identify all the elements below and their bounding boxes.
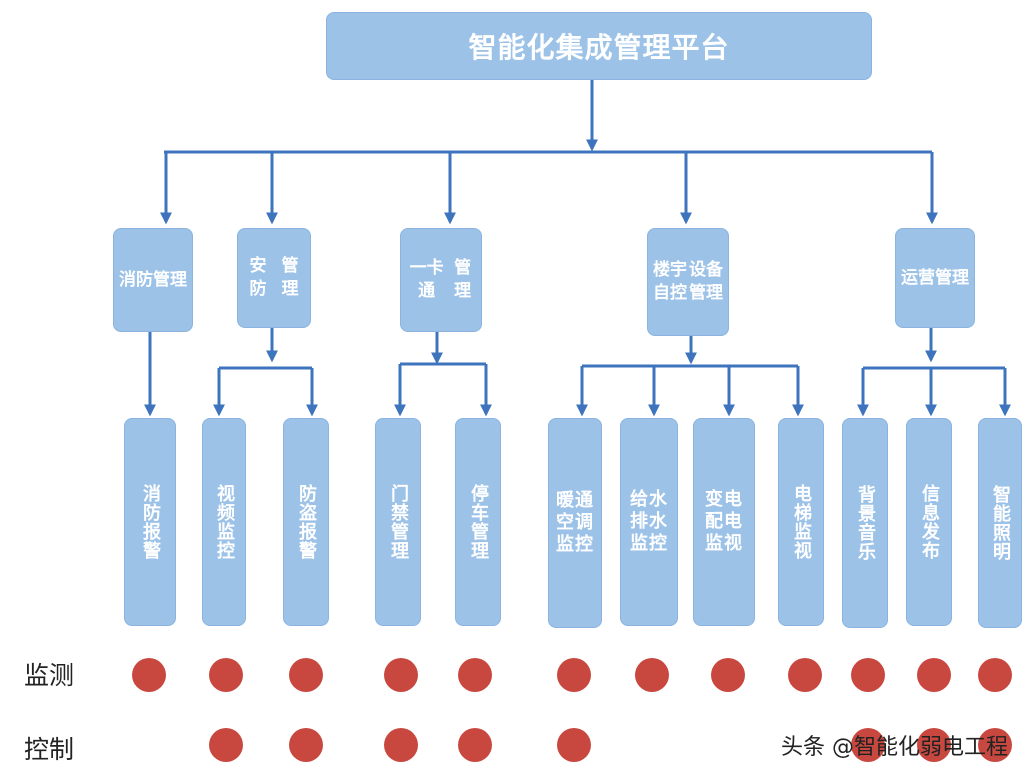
subsystem-water: 给水 排水 监控 [620, 418, 678, 626]
group-box-security: 安防 管理 [237, 228, 311, 328]
subsystem-label-line: 监控 [630, 533, 668, 554]
group-box-fire: 消防 管理 [113, 228, 193, 332]
subsystem-label: 背景音乐 [855, 485, 876, 561]
group-label-line: 安防 [249, 256, 267, 299]
subsystem-label-line: 监控 [556, 534, 594, 555]
subsystem-smart-lighting: 智能照明 [978, 418, 1022, 628]
subsystem-label-line: 排水 [630, 511, 668, 532]
group-label-line: 消防 [119, 269, 153, 290]
subsystem-label-line: 变电 [705, 489, 743, 510]
status-dot-control [209, 728, 243, 762]
subsystem-label: 智能照明 [990, 485, 1011, 561]
status-dot-control [289, 728, 323, 762]
status-dot-monitor [788, 658, 822, 692]
subsystem-video-monitor: 视频监控 [202, 418, 246, 626]
subsystem-label: 防盗报警 [296, 484, 317, 560]
status-dot-monitor [635, 658, 669, 692]
group-label-line: 设备管理 [689, 260, 723, 303]
status-dot-control [384, 728, 418, 762]
platform-title: 智能化集成管理平台 [468, 31, 730, 64]
subsystem-label: 电梯监视 [791, 484, 812, 560]
subsystem-label: 视频监控 [214, 484, 235, 560]
group-label-line: 运营 [901, 267, 935, 288]
group-label-line: 管理 [935, 267, 969, 288]
group-label-line: 管理 [153, 269, 187, 290]
status-dot-monitor [557, 658, 591, 692]
subsystem-parking: 停车管理 [455, 418, 501, 626]
group-label-line: 楼宇自控 [653, 260, 687, 303]
platform-title-box: 智能化集成管理平台 [326, 12, 872, 80]
subsystem-info-release: 信息发布 [906, 418, 952, 626]
watermark-text: 头条 @智能化弱电工程 [781, 735, 1008, 760]
status-dot-monitor [978, 658, 1012, 692]
group-box-operation: 运营 管理 [895, 228, 975, 328]
subsystem-label-line: 配电 [705, 511, 743, 532]
status-dot-monitor [384, 658, 418, 692]
subsystem-power: 变电 配电 监视 [693, 418, 755, 626]
subsystem-label-line: 空调 [556, 512, 594, 533]
subsystem-hvac: 暖通 空调 监控 [548, 418, 602, 628]
subsystem-label-line: 给水 [630, 489, 668, 510]
status-dot-monitor [917, 658, 951, 692]
group-box-card: 一卡通 管理 [400, 228, 482, 332]
subsystem-label-line: 暖通 [556, 490, 594, 511]
subsystem-label: 门禁管理 [388, 484, 409, 560]
status-dot-monitor [209, 658, 243, 692]
group-label-line: 管理 [281, 256, 299, 299]
status-dot-control [917, 728, 951, 762]
status-dot-monitor [458, 658, 492, 692]
group-box-building: 楼宇自控 设备管理 [647, 228, 729, 336]
status-dot-monitor [289, 658, 323, 692]
status-dot-control [557, 728, 591, 762]
status-dot-monitor [132, 658, 166, 692]
subsystem-access-control: 门禁管理 [375, 418, 421, 626]
subsystem-elevator: 电梯监视 [778, 418, 824, 626]
subsystem-label-line: 监视 [705, 533, 743, 554]
status-dot-control [458, 728, 492, 762]
status-dot-control [851, 728, 885, 762]
group-label-line: 一卡通 [409, 258, 444, 301]
group-label-line: 管理 [454, 258, 472, 301]
subsystem-fire-alarm: 消防报警 [124, 418, 176, 626]
subsystem-label: 停车管理 [468, 484, 489, 560]
subsystem-intrusion-alarm: 防盗报警 [283, 418, 329, 626]
status-dot-monitor [851, 658, 885, 692]
subsystem-label: 信息发布 [919, 484, 940, 560]
status-dot-control [978, 728, 1012, 762]
row-label-control: 控制 [24, 735, 75, 764]
row-label-monitor: 监测 [24, 661, 75, 690]
status-dot-monitor [711, 658, 745, 692]
subsystem-background-music: 背景音乐 [842, 418, 888, 628]
subsystem-label: 消防报警 [140, 484, 161, 560]
